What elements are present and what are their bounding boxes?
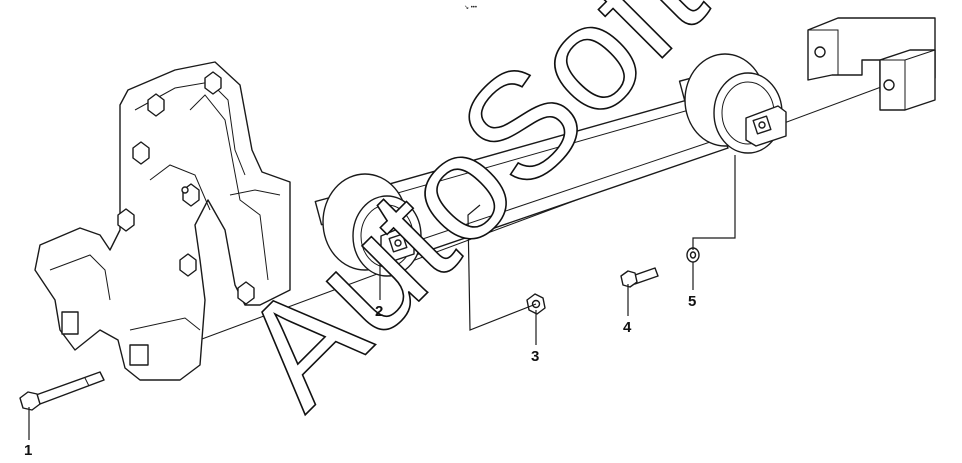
header-mark: ↘ •••: [464, 5, 477, 11]
short-bolt: [620, 267, 659, 288]
left-rubber-bushing: [314, 173, 422, 277]
long-bolt: [19, 371, 105, 411]
right-end-bracket: [807, 17, 936, 111]
right-rubber-bushing: [678, 53, 787, 154]
callout-4: 4: [623, 319, 632, 336]
callout-1: 1: [24, 442, 32, 459]
callout-3: 3: [531, 348, 539, 365]
left-frame-bracket: [34, 61, 291, 381]
washer: [686, 247, 700, 263]
leader-lines: [28, 155, 736, 440]
callout-2: 2: [375, 303, 383, 320]
callout-5: 5: [688, 293, 696, 310]
torque-rod-tube: [367, 94, 729, 263]
